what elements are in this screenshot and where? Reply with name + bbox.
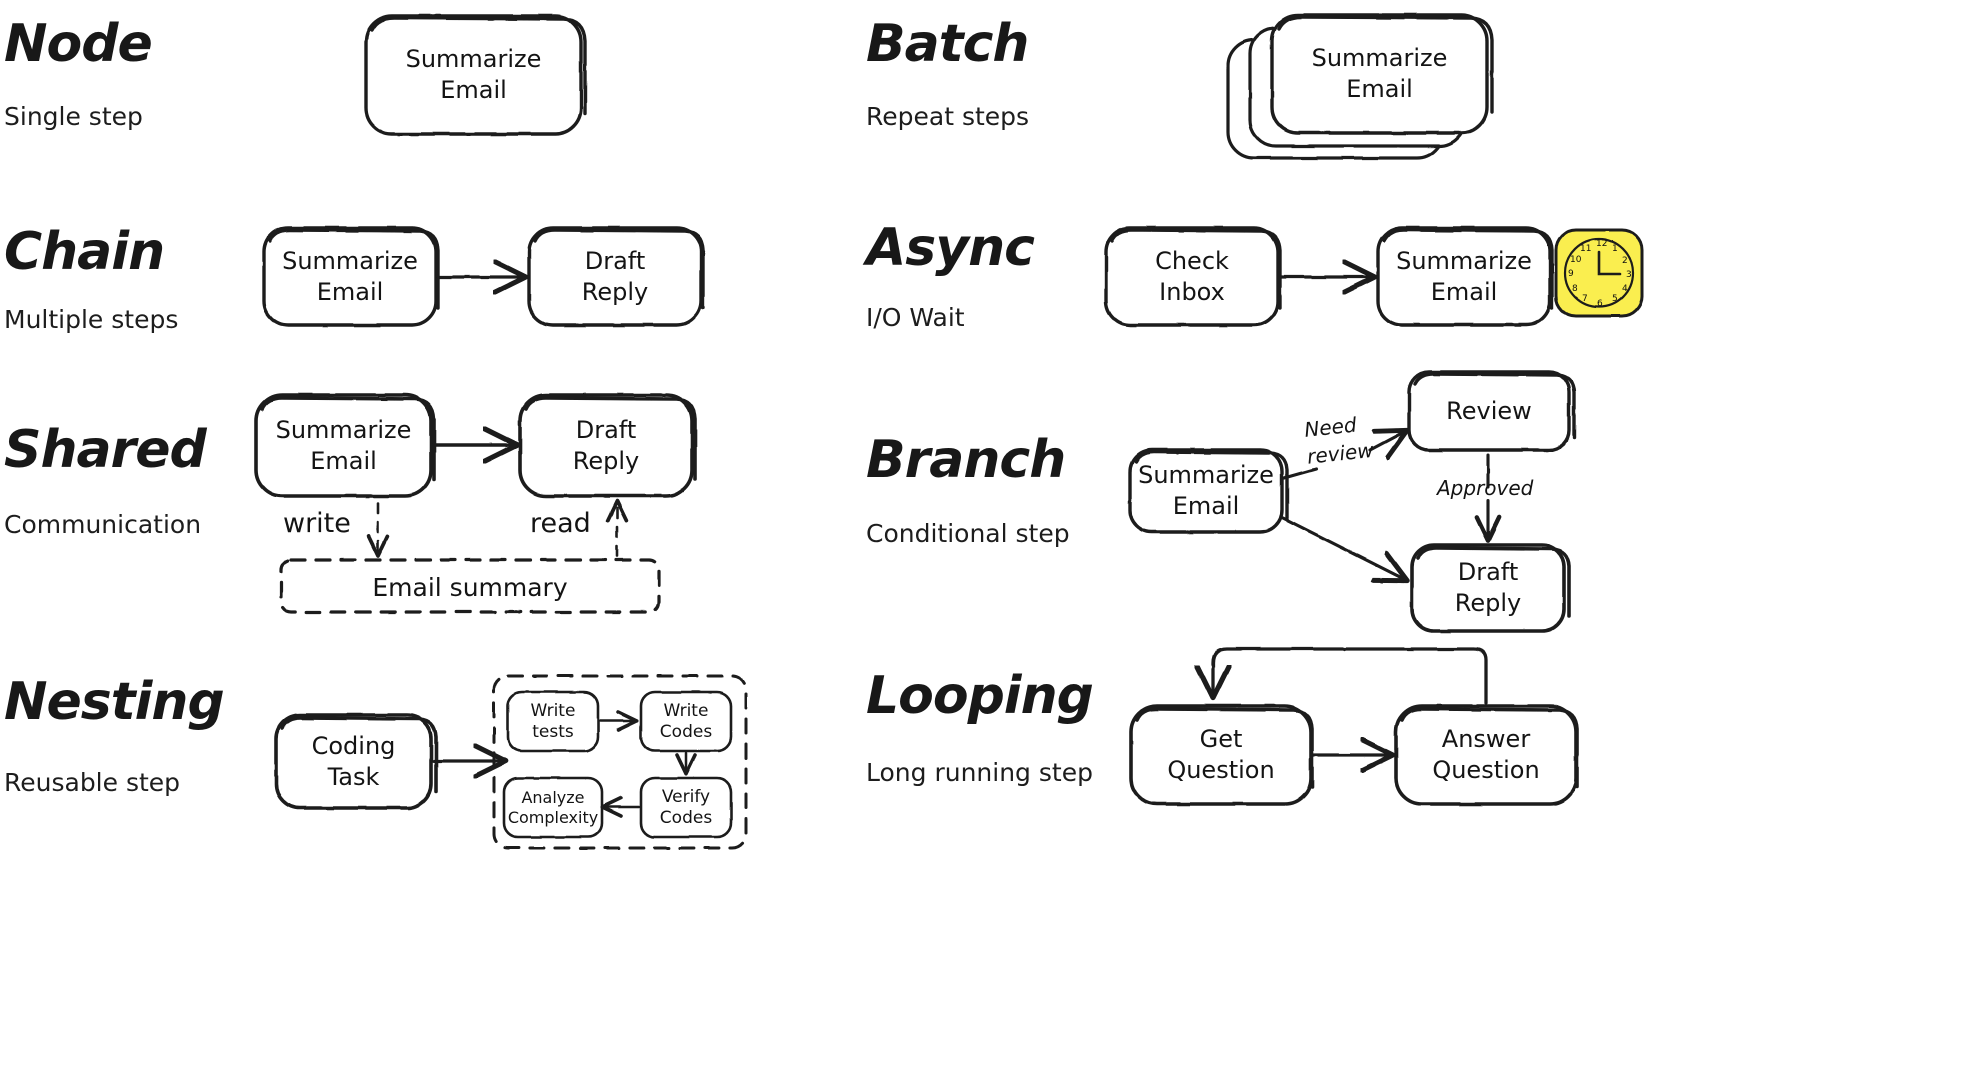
branch-arrow-direct bbox=[1281, 516, 1402, 578]
node-label-looping-get-question: Get Question bbox=[1167, 725, 1275, 784]
node-label-async-check-inbox: Check Inbox bbox=[1155, 246, 1229, 306]
node-label-looping-answer-question: Answer Question bbox=[1432, 725, 1540, 784]
async-shape-check-inbox bbox=[1104, 226, 1282, 327]
section-subtitle-async: I/O Wait bbox=[866, 303, 965, 332]
looping-shape-answer-question bbox=[1394, 704, 1579, 806]
section-subtitle-branch: Conditional step bbox=[866, 519, 1070, 548]
node-label-shared-draft-reply: Draft Reply bbox=[572, 415, 640, 475]
node-label-nesting-write-tests: Write tests bbox=[530, 700, 576, 742]
clock-numeral-9: 9 bbox=[1568, 269, 1574, 279]
section-title-looping: Looping bbox=[866, 666, 1094, 726]
clock-numeral-2: 2 bbox=[1622, 256, 1628, 266]
section-title-nesting: Nesting bbox=[4, 672, 225, 732]
nesting-group-boundary bbox=[492, 674, 748, 850]
shared-shape-summarize-email bbox=[254, 393, 436, 498]
section-subtitle-looping: Long running step bbox=[866, 758, 1093, 787]
section-title-branch: Branch bbox=[866, 430, 1066, 490]
nesting-shape-coding-task bbox=[274, 713, 438, 810]
nesting-shape-write-tests bbox=[506, 690, 600, 753]
section-subtitle-shared: Communication bbox=[4, 510, 202, 539]
batch-shape-stack-front bbox=[1270, 13, 1494, 135]
node-label-branch-summarize-email: Summarize Email bbox=[1138, 461, 1274, 520]
clock-numeral-11: 11 bbox=[1580, 244, 1592, 254]
clock-numeral-6: 6 bbox=[1597, 299, 1603, 309]
clock-numeral-5: 5 bbox=[1612, 294, 1618, 304]
clock-numeral-1: 1 bbox=[1612, 244, 1618, 254]
node-label-chain-draft-reply: Draft Reply bbox=[581, 246, 649, 306]
clock-numeral-7: 7 bbox=[1582, 294, 1588, 304]
chain-shape-draft-reply bbox=[527, 226, 705, 327]
looping-shape-get-question bbox=[1129, 704, 1314, 806]
looping-arrow-loopback bbox=[1213, 647, 1488, 705]
node-label-nesting-analyze-complexity: Analyze Complexity bbox=[507, 787, 599, 827]
nesting-shape-verify-codes bbox=[639, 776, 733, 839]
edge-label-read: read bbox=[530, 508, 591, 539]
chain-shape-summarize-email bbox=[262, 226, 440, 327]
node-label-branch-review: Review bbox=[1446, 396, 1532, 425]
clock-numeral-4: 4 bbox=[1622, 284, 1628, 294]
edge-label-write: write bbox=[283, 508, 351, 539]
section-subtitle-node: Single step bbox=[4, 102, 143, 131]
node-label-batch-summarize-email: Summarize Email bbox=[1311, 44, 1448, 103]
clock-numeral-12: 12 bbox=[1596, 239, 1608, 249]
async-shape-summarize-email bbox=[1376, 226, 1554, 327]
node-label-branch-draft-reply: Draft Reply bbox=[1454, 558, 1522, 617]
branch-shape-summarize-email bbox=[1128, 448, 1289, 534]
node-label-summarize-email: Summarize Email bbox=[405, 45, 542, 104]
store-label-email-summary: Email summary bbox=[372, 573, 568, 602]
node-shape-summarize-email bbox=[364, 14, 587, 136]
section-title-async: Async bbox=[866, 218, 1035, 278]
clock-icon bbox=[1554, 228, 1644, 318]
node-label-nesting-write-codes: Write Codes bbox=[659, 700, 713, 742]
node-label-nesting-coding-task: Coding Task bbox=[311, 731, 396, 791]
section-title-chain: Chain bbox=[4, 222, 165, 282]
shared-shape-email-summary-store bbox=[279, 558, 661, 614]
section-subtitle-batch: Repeat steps bbox=[866, 102, 1030, 131]
edge-label-need-review: Need review bbox=[1303, 412, 1375, 469]
branch-arrow-need-review bbox=[1282, 433, 1402, 480]
clock-numeral-3: 3 bbox=[1626, 270, 1632, 280]
edge-label-approved: Approved bbox=[1437, 476, 1534, 500]
section-title-shared: Shared bbox=[4, 420, 207, 480]
section-subtitle-nesting: Reusable step bbox=[4, 768, 181, 797]
clock-numeral-10: 10 bbox=[1570, 255, 1582, 265]
node-label-chain-summarize-email: Summarize Email bbox=[282, 246, 418, 306]
shared-shape-draft-reply bbox=[518, 393, 697, 498]
section-title-batch: Batch bbox=[866, 14, 1029, 74]
section-subtitle-chain: Multiple steps bbox=[4, 305, 179, 334]
node-label-async-summarize-email: Summarize Email bbox=[1396, 246, 1532, 306]
node-label-shared-summarize-email: Summarize Email bbox=[275, 415, 412, 475]
clock-numeral-8: 8 bbox=[1572, 284, 1578, 294]
node-label-nesting-verify-codes: Verify Codes bbox=[659, 786, 713, 828]
section-title-node: Node bbox=[4, 14, 153, 74]
nesting-shape-write-codes bbox=[639, 690, 733, 753]
